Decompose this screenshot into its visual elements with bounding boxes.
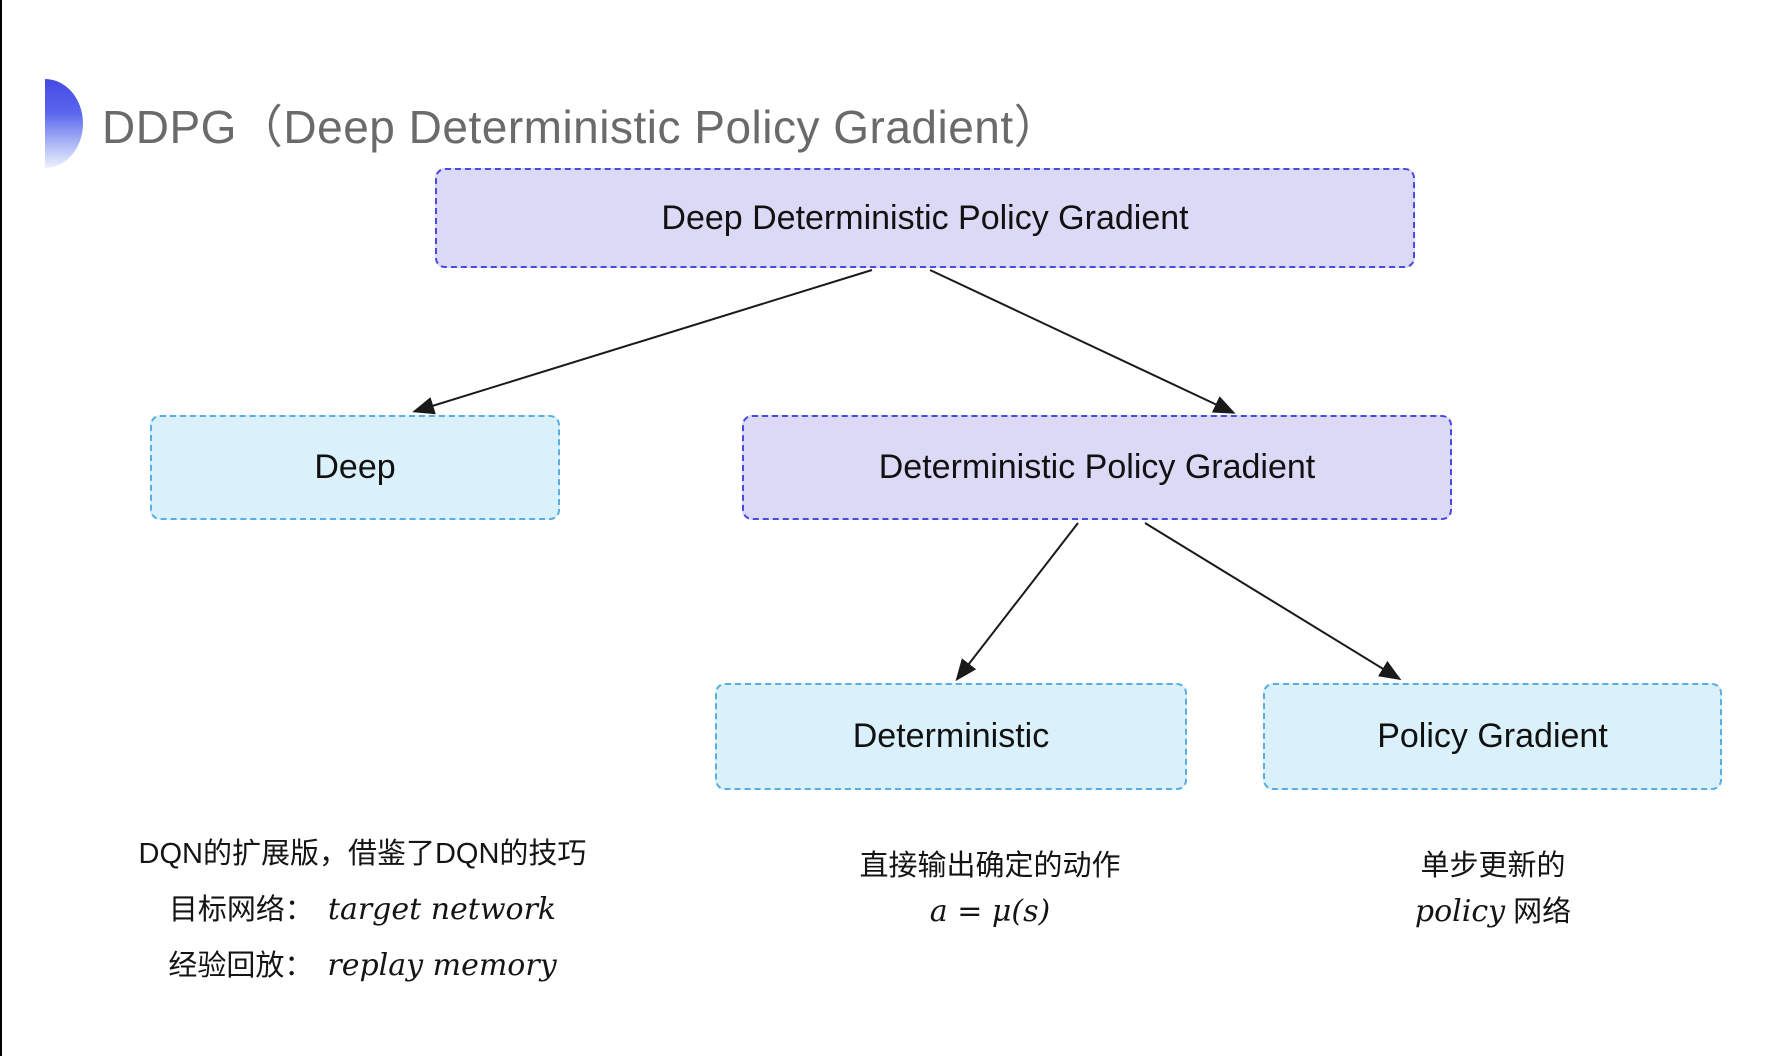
deterministic-formula: a = μ(s) — [929, 894, 1051, 929]
arrow-root-to-dpg — [929, 269, 1236, 414]
replay-memory-term: replay memory — [327, 948, 557, 983]
node-label: Policy Gradient — [1377, 717, 1608, 755]
deep-note-line1: DQN的扩展版，借鉴了DQN的技巧 — [138, 838, 587, 870]
deep-note-line2: 目标网络：target network — [168, 892, 557, 927]
left-border-line — [0, 0, 2, 1056]
node-label: Deep Deterministic Policy Gradient — [661, 198, 1189, 237]
deterministic-note: 直接输出确定的动作 a = μ(s) — [790, 843, 1190, 935]
title-bullet-icon — [45, 79, 83, 168]
node-deterministic-policy-gradient: Deterministic Policy Gradient — [742, 415, 1452, 520]
node-deep-deterministic-policy-gradient: Deep Deterministic Policy Gradient — [435, 168, 1415, 268]
target-network-term: target network — [327, 892, 557, 927]
policy-note-line1: 单步更新的 — [1420, 850, 1566, 882]
arrow-dpg-to-policy-gradient — [1144, 522, 1402, 681]
node-deep: Deep — [150, 415, 560, 520]
arrow-dpg-to-deterministic — [955, 522, 1079, 682]
deterministic-note-line1: 直接输出确定的动作 — [859, 850, 1121, 882]
node-label: Deterministic — [852, 717, 1050, 755]
arrow-root-to-deep — [412, 269, 873, 415]
policy-gradient-note: 单步更新的 policy 网络 — [1290, 843, 1696, 935]
policy-term: policy — [1414, 894, 1506, 929]
policy-note-line2: policy 网络 — [1414, 894, 1572, 929]
node-label: Deterministic Policy Gradient — [878, 448, 1316, 486]
node-policy-gradient: Policy Gradient — [1263, 683, 1722, 790]
page-title: DDPG（Deep Deterministic Policy Gradient） — [102, 101, 1061, 153]
node-label: Deep — [314, 448, 396, 486]
deep-note-line3: 经验回放：replay memory — [168, 948, 557, 983]
deep-note: DQN的扩展版，借鉴了DQN的技巧 目标网络：target network 经验… — [110, 826, 615, 994]
node-deterministic: Deterministic — [715, 683, 1187, 790]
